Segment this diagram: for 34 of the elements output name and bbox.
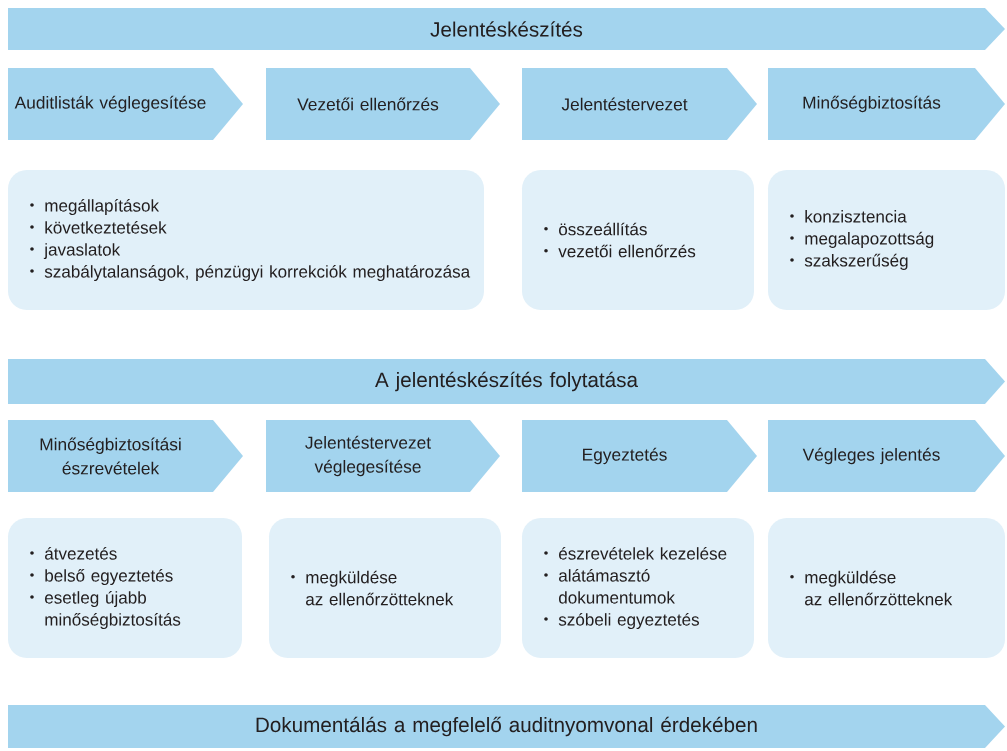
bullet-item: következtetések [30, 220, 167, 234]
process-step: Vezetői ellenőrzés [266, 68, 500, 140]
bullet-item: átvezetés [30, 546, 117, 560]
text-box [768, 518, 1005, 658]
text-box [8, 518, 242, 658]
bullet-item: megállapítások [30, 198, 160, 216]
title-banner: Dokumentálás a megfelelő auditnyomvonal érdekében [8, 705, 1005, 748]
text-box [768, 170, 1005, 310]
process-step: Végleges jelentés [768, 420, 1005, 492]
title-banner: A jelentéskészítés folytatása [8, 359, 1005, 404]
process-step: Auditlisták véglegesítése [8, 68, 243, 140]
bullet-item: konzisztencia [790, 210, 907, 223]
process-step: Minőségbiztosítási észrevételek [8, 420, 243, 492]
text-box [269, 518, 501, 658]
bullet-item: javaslatok [30, 243, 121, 260]
bullet-item: észrevételek kezelése [544, 546, 727, 560]
bullet-item: belső egyeztetés [30, 568, 173, 586]
process-step: Jelentéstervezet [522, 68, 757, 140]
title-banner: Jelentéskészítés [8, 8, 1005, 50]
process-step: Egyeztetés [522, 420, 757, 492]
bullet-item: esetleg újabb minőségbiztosítás [30, 590, 181, 630]
bullet-item: szabálytalanságok, pénzügyi korrekciók meghatározása [30, 264, 471, 282]
process-step: Minőségbiztosítás [768, 68, 1005, 140]
bullet-item: megalapozottság [790, 231, 934, 248]
bullet-item: megküldése az ellenőrzötteknek [291, 570, 454, 606]
bullet-item: összeállítás [544, 222, 647, 236]
text-box [522, 518, 754, 658]
text-box [8, 170, 484, 310]
bullet-item: vezetői ellenőrzés [544, 244, 696, 258]
text-box [522, 170, 754, 310]
process-step: Jelentéstervezet véglegesítése [266, 420, 500, 492]
bullet-item: megküldése az ellenőrzötteknek [790, 570, 953, 606]
bullet-item: szakszerűség [790, 253, 908, 270]
bullet-item: szóbeli egyeztetés [544, 612, 699, 630]
